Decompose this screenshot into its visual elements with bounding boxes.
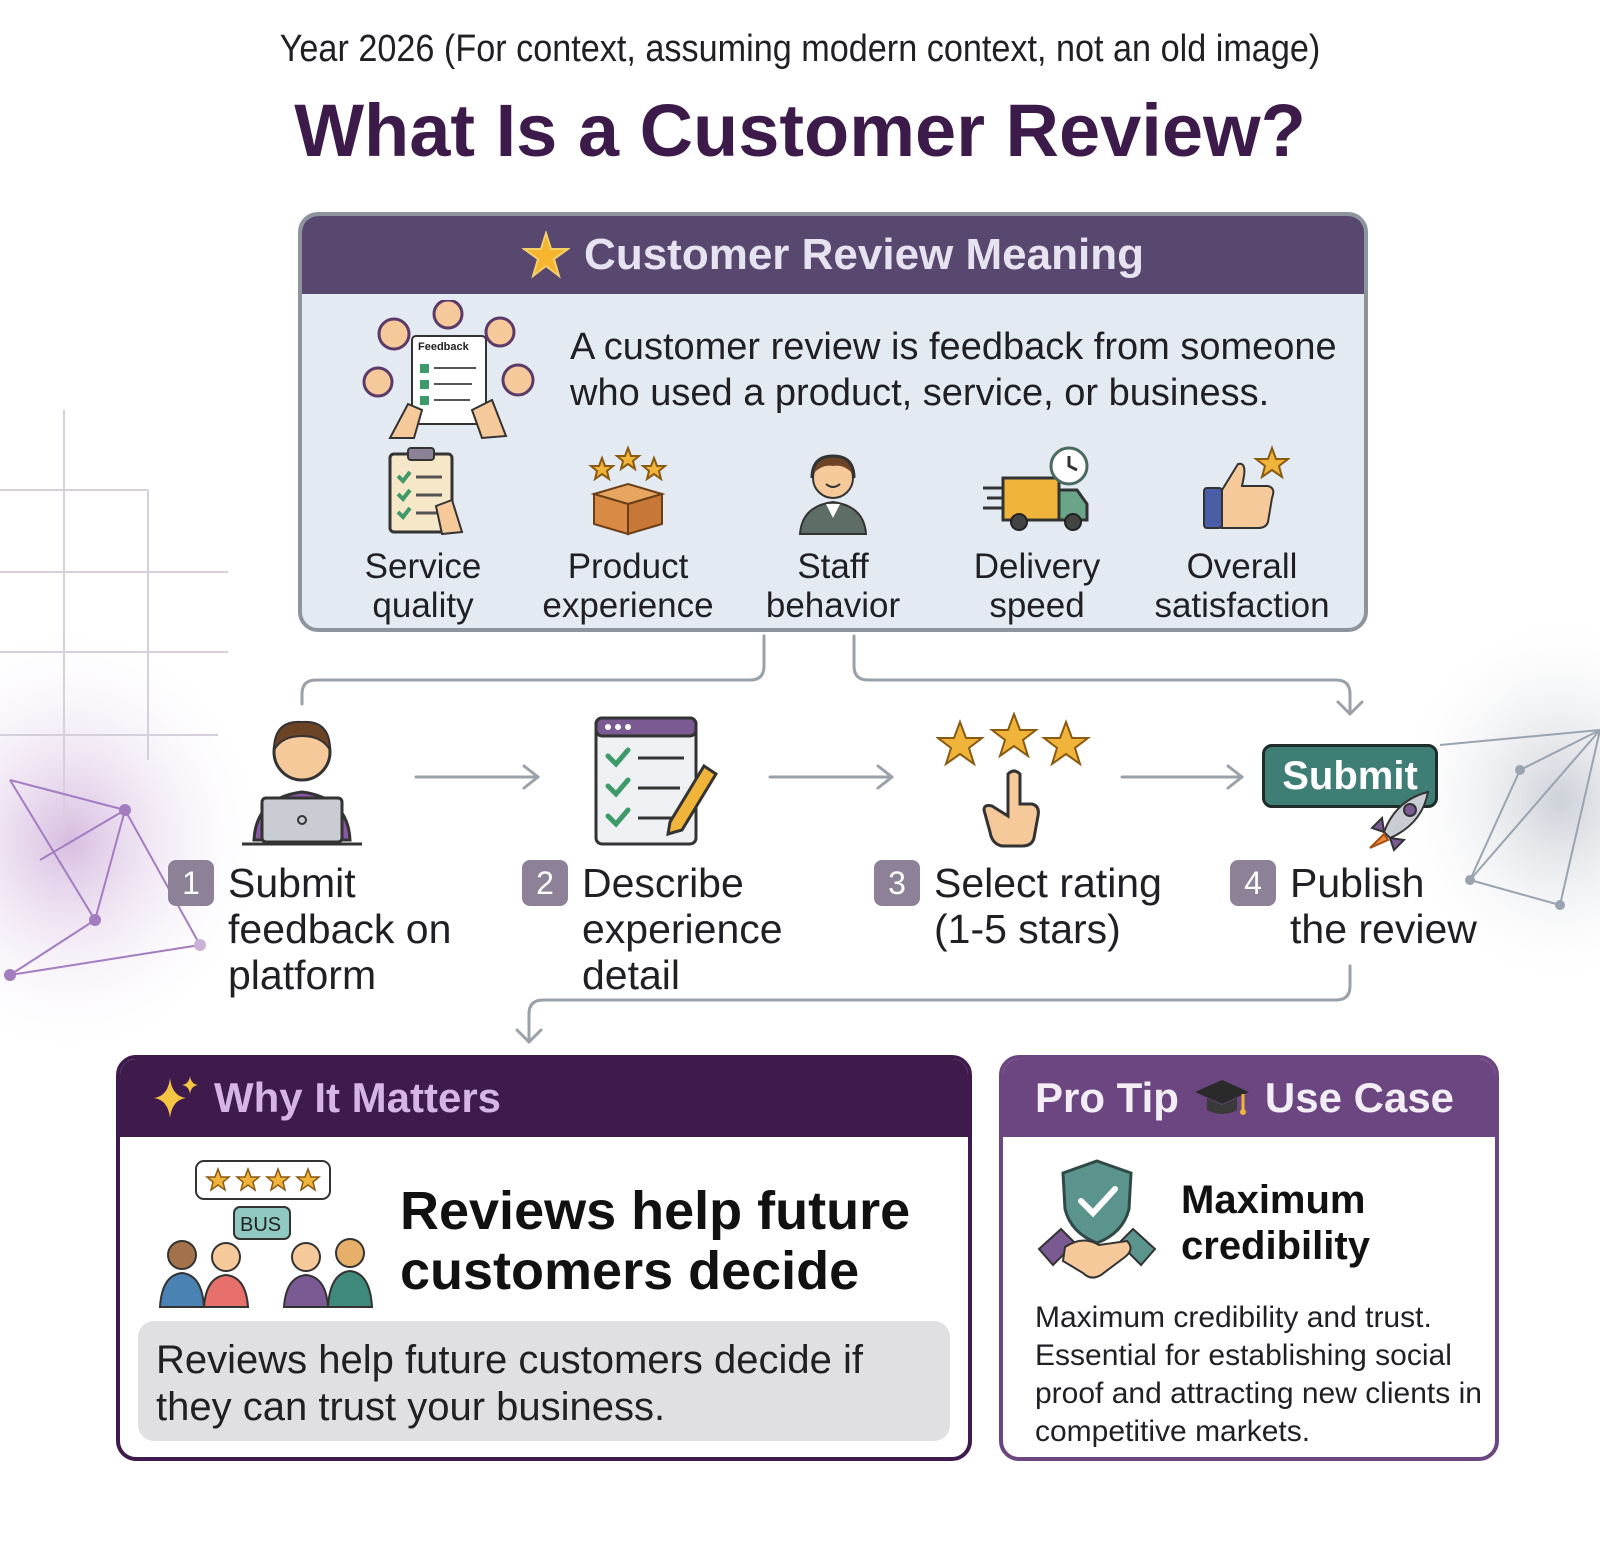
step-number-badge: 4 [1230, 860, 1276, 906]
box-stars-icon [588, 445, 668, 536]
support-agent-icon [798, 454, 868, 535]
tip-title: Maximum credibility [1181, 1178, 1370, 1268]
step-number-badge: 1 [168, 860, 214, 906]
meaning-header: Customer Review Meaning [302, 216, 1364, 294]
step-label: Submit feedback on platform [228, 860, 452, 998]
clipboard-checklist-icon [388, 447, 464, 536]
feedback-sheet-label: Feedback [418, 341, 470, 353]
aspect-product-experience: Product experience [528, 444, 728, 625]
why-it-matters-panel: Why It Matters BUS Reviews help future c… [116, 1055, 972, 1461]
graduation-cap-icon [1194, 1080, 1249, 1115]
sparkles-icon [154, 1076, 198, 1118]
sparkle-star-icon [522, 231, 571, 279]
meaning-definition: A customer review is feedback from someo… [570, 326, 1337, 414]
stars-hand-icon [936, 712, 1091, 848]
aspect-label: Overall satisfaction [1154, 547, 1330, 625]
aspect-service-quality: Service quality [323, 444, 523, 625]
page-title: What Is a Customer Review? [294, 89, 1306, 172]
step-label: Publish the review [1290, 860, 1477, 952]
rocket-icon [1369, 790, 1430, 852]
step-label: Describe experience detail [582, 860, 783, 998]
handshake-shield-icon [1037, 1159, 1157, 1279]
bubble-text: BUS [240, 1214, 281, 1236]
why-header: Why It Matters [120, 1059, 968, 1137]
tip-body: Maximum credibility and trust. Essential… [1035, 1301, 1482, 1448]
delivery-truck-icon [983, 446, 1089, 531]
feedback-group-illustration: Feedback [362, 300, 535, 440]
why-heading: Why It Matters [214, 1074, 502, 1121]
person-laptop-icon [242, 720, 362, 846]
aspect-overall-satisfaction: Overall satisfaction [1142, 444, 1342, 625]
tip-header: Pro Tip Use Case [1003, 1059, 1495, 1137]
meaning-heading: Customer Review Meaning [584, 230, 1144, 279]
step-number-badge: 2 [522, 860, 568, 906]
tip-heading-left: Pro Tip [1035, 1074, 1179, 1121]
aspect-label: Service quality [364, 547, 482, 625]
step-label: Select rating (1-5 stars) [934, 860, 1162, 952]
checklist-pencil-icon [594, 716, 719, 846]
aspect-staff-behavior: Staff behavior [733, 444, 933, 625]
step-number-badge: 3 [874, 860, 920, 906]
aspect-label: Product experience [542, 547, 714, 625]
page-subtitle: Year 2026 (For context, assuming modern … [279, 28, 1321, 70]
why-headline: Reviews help future customers decide [400, 1181, 911, 1301]
people-reviews-illustration: BUS [158, 1160, 374, 1308]
tip-heading-right: Use Case [1264, 1074, 1455, 1121]
pro-tip-panel: Pro Tip Use Case Maximum credibility Max… [999, 1055, 1499, 1461]
submit-button[interactable]: Submit [1262, 744, 1438, 808]
aspect-label: Staff behavior [765, 547, 901, 625]
thumbs-up-star-icon [1203, 445, 1291, 529]
aspect-delivery-speed: Delivery speed [937, 444, 1137, 625]
meaning-panel: Customer Review Meaning Feedback A custo… [298, 212, 1368, 632]
why-body: Reviews help future customers decide if … [138, 1321, 950, 1441]
aspect-label: Delivery speed [973, 547, 1101, 625]
